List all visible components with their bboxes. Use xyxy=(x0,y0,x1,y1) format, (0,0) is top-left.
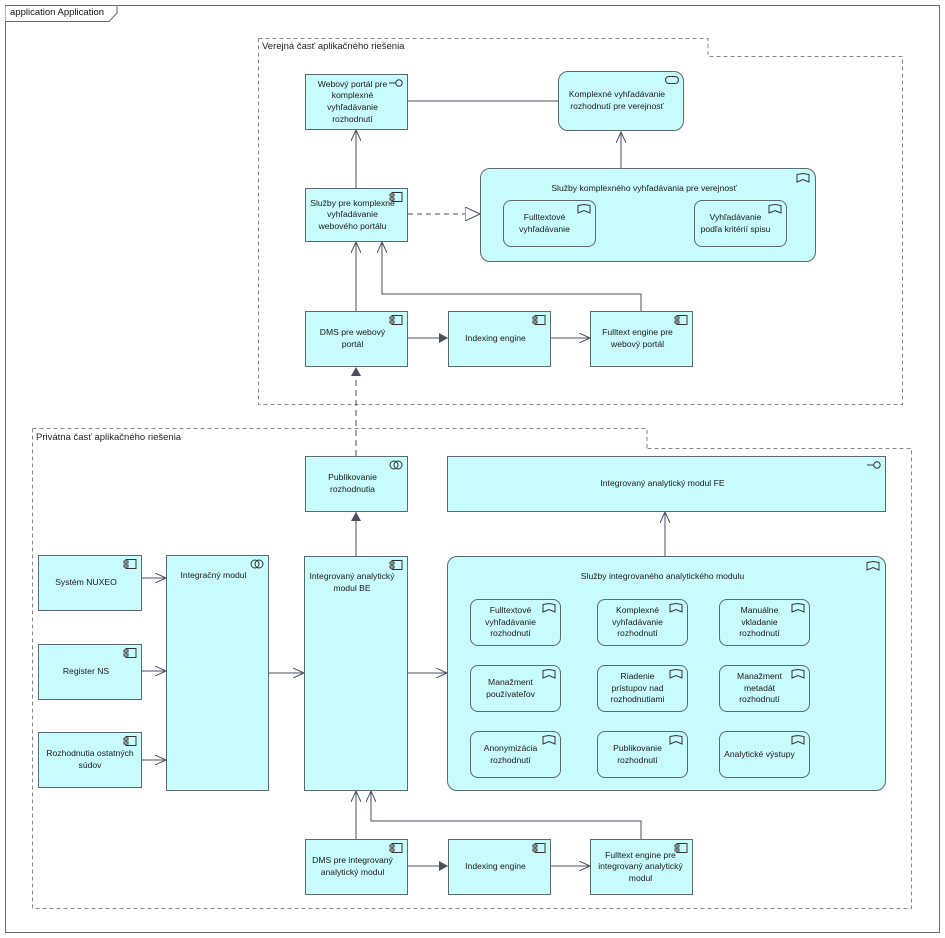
function-icon xyxy=(796,173,810,183)
nuxeo-component[interactable]: Systém NUXEO xyxy=(38,555,142,611)
analytics-fe-interface[interactable]: Integrovaný analytický modul FE xyxy=(447,456,886,512)
complex-search-public-service[interactable]: Komplexné vyhľadávanie rozhodnutí pre ve… xyxy=(558,71,684,131)
fulltext-engine-analytics-label: Fulltext engine pre integrovaný analytic… xyxy=(598,849,683,883)
function-icon xyxy=(669,603,683,613)
svc-manual-label: Manuálne vkladanie rozhodnutí xyxy=(739,605,780,639)
svc-metadata-function[interactable]: Manažment metadát rozhodnutí xyxy=(719,665,810,712)
fulltext-engine-web-label: Fulltext engine pre webový portál xyxy=(602,327,673,349)
svc-users-function[interactable]: Manažment používateľov xyxy=(470,665,561,712)
function-icon xyxy=(542,603,556,613)
function-icon xyxy=(791,669,805,679)
svc-users-label: Manažment používateľov xyxy=(486,676,535,699)
function-icon xyxy=(791,603,805,613)
component-icon xyxy=(389,843,403,853)
svc-fulltext-label: Fulltextové vyhľadávanie rozhodnutí xyxy=(485,605,536,639)
component-icon xyxy=(123,648,137,658)
indexing-engine-private-component[interactable]: Indexing engine xyxy=(448,839,551,895)
component-icon xyxy=(674,843,688,853)
criteria-search-function[interactable]: Vyhľadávanie podľa kritérií spisu xyxy=(694,200,787,247)
dms-analytics-component[interactable]: DMS pre integrovaný analytický modul xyxy=(305,839,408,895)
indexing-engine-public-label: Indexing engine xyxy=(465,333,526,344)
function-icon xyxy=(669,669,683,679)
analytics-fe-label: Integrovaný analytický modul FE xyxy=(600,478,725,489)
svc-outputs-label: Analytické výstupy xyxy=(724,748,795,759)
function-icon xyxy=(791,735,805,745)
publish-decisions-label: Publikovanie rozhodnutia xyxy=(328,472,377,494)
criteria-search-label: Vyhľadávanie podľa kritérií spisu xyxy=(700,211,771,234)
integration-module-collaboration[interactable]: Integračný modul xyxy=(166,555,269,791)
frame-title: application Application xyxy=(10,7,105,18)
svc-access-function[interactable]: Riadenie prístupov nad rozhodnutiami xyxy=(597,665,688,712)
function-icon xyxy=(577,204,591,214)
portal-services-component[interactable]: Služby pre komplexné vyhľadávanie webové… xyxy=(305,188,408,242)
component-icon xyxy=(123,736,137,746)
svc-metadata-label: Manažment metadát rozhodnutí xyxy=(737,671,782,705)
dms-web-component[interactable]: DMS pre webový portál xyxy=(305,311,408,367)
svc-complex-function[interactable]: Komplexné vyhľadávanie rozhodnutí xyxy=(597,599,688,646)
fulltext-search-label: Fulltextové vyhľadávanie xyxy=(519,211,570,234)
svc-complex-label: Komplexné vyhľadávanie rozhodnutí xyxy=(612,605,663,639)
svc-fulltext-function[interactable]: Fulltextové vyhľadávanie rozhodnutí xyxy=(470,599,561,646)
interface-icon xyxy=(389,79,403,87)
dms-analytics-label: DMS pre integrovaný analytický modul xyxy=(312,855,393,877)
component-icon xyxy=(674,315,688,325)
component-icon xyxy=(532,315,546,325)
fulltext-engine-analytics-component[interactable]: Fulltext engine pre integrovaný analytic… xyxy=(590,839,693,895)
publish-decisions-collaboration[interactable]: Publikovanie rozhodnutia xyxy=(305,456,408,512)
nuxeo-label: Systém NUXEO xyxy=(55,577,117,588)
component-icon xyxy=(123,559,137,569)
svc-manual-function[interactable]: Manuálne vkladanie rozhodnutí xyxy=(719,599,810,646)
svc-publish-label: Publikovanie rozhodnutí xyxy=(613,742,662,765)
group-label-public: Verejná časť aplikačného riešenia xyxy=(262,41,405,52)
svc-outputs-function[interactable]: Analytické výstupy xyxy=(719,731,810,778)
function-icon xyxy=(542,735,556,745)
interface-icon xyxy=(867,461,881,469)
analytics-be-label: Integrovaný analytický modul BE xyxy=(309,571,395,593)
component-icon xyxy=(389,192,403,202)
svc-access-label: Riadenie prístupov nad rozhodnutiami xyxy=(610,671,665,705)
svc-publish-function[interactable]: Publikovanie rozhodnutí xyxy=(597,731,688,778)
group-label-private: Privátna časť aplikačného riešenia xyxy=(36,432,182,443)
frame-tab xyxy=(5,5,118,22)
indexing-engine-private-label: Indexing engine xyxy=(465,861,526,872)
function-icon xyxy=(542,669,556,679)
collaboration-icon xyxy=(389,460,403,470)
component-icon xyxy=(389,560,403,570)
component-icon xyxy=(389,315,403,325)
function-icon xyxy=(669,735,683,745)
register-ns-component[interactable]: Register NS xyxy=(38,644,142,700)
integration-module-label: Integračný modul xyxy=(180,570,247,580)
dms-web-label: DMS pre webový portál xyxy=(319,327,386,349)
service-icon xyxy=(665,76,679,84)
web-portal-label: Webový portál pre komplexné vyhľadávanie… xyxy=(317,78,388,124)
component-icon xyxy=(532,843,546,853)
other-courts-label: Rozhodnutia ostatných súdov xyxy=(46,748,134,770)
svc-anon-function[interactable]: Anonymizácia rozhodnutí xyxy=(470,731,561,778)
portal-services-label: Služby pre komplexné vyhľadávanie webové… xyxy=(310,197,395,231)
complex-search-public-label: Komplexné vyhľadávanie rozhodnutí pre ve… xyxy=(568,89,666,111)
web-portal-interface[interactable]: Webový portál pre komplexné vyhľadávanie… xyxy=(305,74,408,130)
collaboration-icon xyxy=(250,559,264,569)
indexing-engine-public-component[interactable]: Indexing engine xyxy=(448,311,551,367)
function-icon xyxy=(768,204,782,214)
analytics-be-component[interactable]: Integrovaný analytický modul BE xyxy=(304,556,408,791)
svc-anon-label: Anonymizácia rozhodnutí xyxy=(483,742,538,765)
other-courts-component[interactable]: Rozhodnutia ostatných súdov xyxy=(38,732,142,788)
fulltext-engine-web-component[interactable]: Fulltext engine pre webový portál xyxy=(590,311,693,367)
fulltext-search-function[interactable]: Fulltextové vyhľadávanie xyxy=(503,200,596,247)
analytics-services-label: Služby integrovaného analytického modulu xyxy=(580,571,745,581)
function-icon xyxy=(866,561,880,571)
public-search-services-label: Služby komplexného vyhľadávania pre vere… xyxy=(551,183,737,193)
register-ns-label: Register NS xyxy=(62,666,110,677)
diagram-frame xyxy=(5,5,940,933)
